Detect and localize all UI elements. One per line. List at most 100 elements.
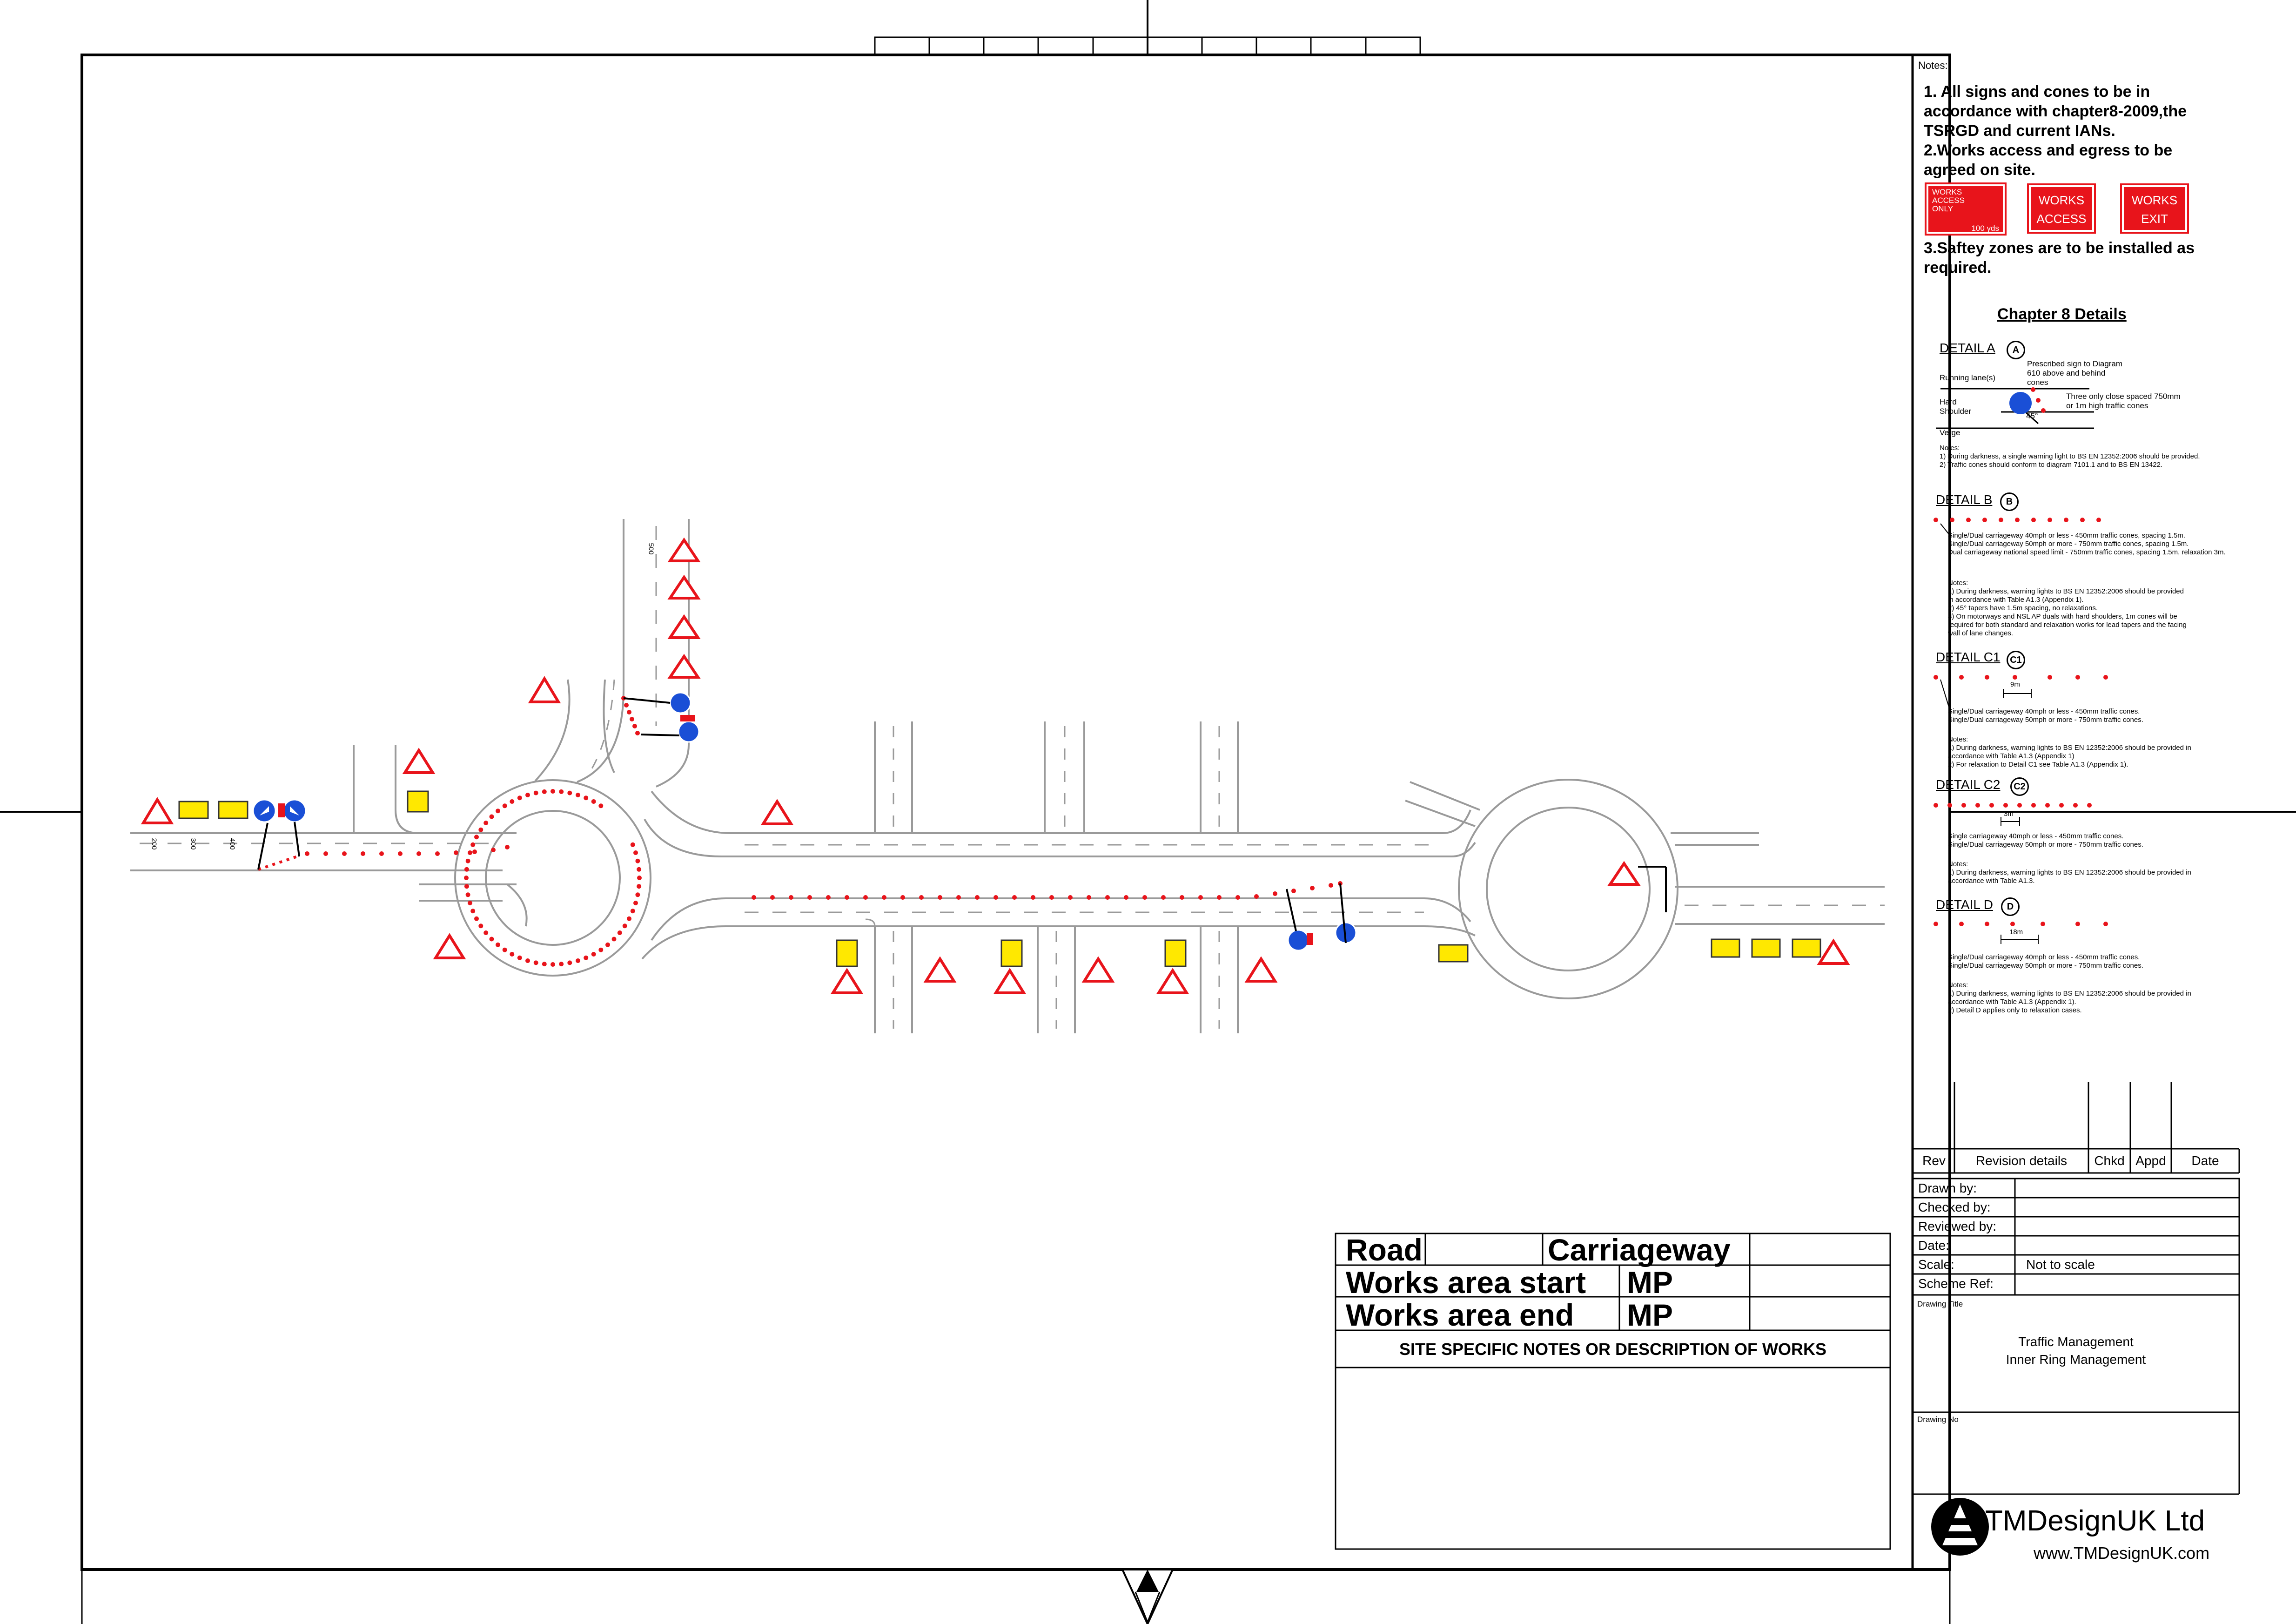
- works-end-label: Works area end: [1346, 1298, 1574, 1332]
- cone-ring-mark: [502, 803, 507, 809]
- cone-ring-mark: [567, 960, 572, 965]
- cone-ring-mark: [517, 795, 522, 801]
- cone-ring-mark: [576, 958, 580, 963]
- roadworks-sign-icon: [141, 537, 1850, 994]
- cone-ring-mark: [637, 876, 642, 880]
- cone-ring-mark: [533, 960, 538, 965]
- detail-c2-line-1: Single/Dual carriageway 50mph or more - …: [1948, 841, 2143, 849]
- company-url: www.TMDesignUK.com: [2034, 1543, 2210, 1563]
- detail-a-notes: Notes: 1) During darkness, a single warn…: [1940, 444, 2200, 469]
- approval-scale: Scale:: [1918, 1257, 1954, 1272]
- works-start-label: Works area start: [1346, 1265, 1586, 1300]
- cone-ring-mark: [502, 947, 507, 952]
- detail-a-note-2: 2) Traffic cones should conform to diagr…: [1940, 461, 2163, 469]
- detail-dimension-lines: [1940, 523, 2039, 944]
- drawing-title-label: Drawing Title: [1917, 1300, 1963, 1308]
- cone-ring-mark: [542, 962, 547, 967]
- works-start-mp: MP: [1627, 1265, 1673, 1300]
- road-label: Road: [1346, 1233, 1423, 1267]
- approval-reviewed-by: Reviewed by:: [1918, 1219, 1997, 1233]
- cone-ring-mark: [496, 809, 500, 814]
- drawing-title-line-1: Traffic Management: [2018, 1334, 2134, 1349]
- cone-ring-mark: [510, 952, 515, 957]
- detail-c1-note-0: Notes:: [1948, 735, 1968, 743]
- detail-b-note-3: 3) On motorways and NSL AP duals with ha…: [1948, 613, 2187, 637]
- detail-b-letter: B: [2000, 492, 2019, 511]
- detail-d-note-1: 1) During darkness, warning lights to BS…: [1948, 990, 2191, 1006]
- site-title-block: [1335, 1233, 1891, 1550]
- note-3: 3.Saftey zones are to be installed as re…: [1924, 239, 2195, 276]
- approval-drawn-by: Drawn by:: [1918, 1181, 1977, 1195]
- detail-b-lines: Single/Dual carriageway 40mph or less - …: [1948, 532, 2236, 557]
- detail-d-title: DETAIL D: [1936, 897, 1993, 912]
- cone-ring-mark: [465, 858, 470, 863]
- approval-checked-by: Checked by:: [1918, 1200, 1991, 1214]
- north-arrow-icon: [1121, 1569, 1175, 1624]
- detail-d-lines: Single/Dual carriageway 40mph or less - …: [1948, 953, 2209, 970]
- cone-ring-mark: [533, 790, 538, 795]
- cone-ring-mark: [510, 799, 515, 804]
- detail-a-keep-sign-icon: [2009, 392, 2032, 414]
- cone-ring-mark: [637, 867, 642, 872]
- cone-ring-mark: [525, 958, 530, 963]
- detail-c2-title: DETAIL C2: [1936, 777, 2001, 792]
- cone-ring-mark: [525, 793, 530, 797]
- detail-b-line-0: Single/Dual carriageway 40mph or less - …: [1948, 532, 2185, 539]
- cone-ring-mark: [464, 884, 469, 889]
- rev-header-rev: Rev: [1922, 1153, 1946, 1168]
- cone-ring-mark: [559, 962, 564, 967]
- approval-scale-value: Not to scale: [2026, 1257, 2095, 1272]
- reference-grid: [874, 36, 1421, 56]
- detail-c1-lines: Single/Dual carriageway 40mph or less - …: [1948, 708, 2209, 724]
- cone-ring-mark: [489, 814, 494, 819]
- distance-mark-4: 500: [647, 543, 655, 555]
- cone-ring-mark: [598, 803, 604, 809]
- cone-ring-mark: [584, 955, 589, 960]
- works-access-only-text: WORKS ACCESS ONLY: [1932, 188, 1965, 213]
- detail-c1-dimension: 9m: [2010, 681, 2020, 688]
- distance-mark-3: 400: [228, 838, 236, 850]
- detail-b-title: DETAIL B: [1936, 492, 1993, 507]
- cone-ring-mark: [637, 884, 642, 889]
- cone-ring-mark: [617, 930, 622, 935]
- cone-ring-mark: [483, 821, 489, 825]
- cone-ring-mark: [474, 916, 479, 921]
- works-access-sign: WORKS ACCESS: [2027, 183, 2096, 234]
- drawing-title-line-2: Inner Ring Management: [2006, 1352, 2146, 1367]
- detail-b-line-1: Single/Dual carriageway 50mph or more - …: [1948, 540, 2189, 548]
- cone-ring-mark: [483, 930, 489, 935]
- cone-ring-mark: [567, 790, 572, 795]
- detail-c2-note-0: Notes:: [1948, 860, 1968, 868]
- cone-ring-mark: [559, 789, 564, 794]
- detail-c1-notes: Notes: 1) During darkness, warning light…: [1948, 735, 2199, 769]
- distance-mark-1: 200: [150, 838, 158, 850]
- works-access-only-sign: WORKS ACCESS ONLY 100 yds: [1925, 182, 2007, 236]
- road-signs: [141, 537, 1850, 994]
- cone-ring-mark: [576, 793, 580, 797]
- carriageway-label: Carriageway: [1548, 1233, 1731, 1267]
- cone-ring-mark: [468, 901, 472, 905]
- cone-ring-mark: [489, 937, 494, 942]
- approval-date: Date:: [1918, 1238, 1949, 1253]
- detail-d-notes: Notes: 1) During darkness, warning light…: [1948, 981, 2209, 1015]
- rev-header-date: Date: [2191, 1153, 2219, 1168]
- detail-c1-line-0: Single/Dual carriageway 40mph or less - …: [1948, 708, 2140, 715]
- company-name: TMDesignUK Ltd: [1985, 1505, 2205, 1537]
- detail-a-title: DETAIL A: [1940, 341, 1995, 355]
- cone-ring-mark: [542, 789, 547, 794]
- cone-ring-mark: [474, 835, 479, 840]
- cone-ring-mark: [470, 909, 476, 914]
- detail-d-line-1: Single/Dual carriageway 50mph or more - …: [1948, 962, 2143, 970]
- detail-a-prescribed: Prescribed sign to Diagram 610 above and…: [2027, 359, 2123, 387]
- works-access-distance: 100 yds: [1971, 224, 1999, 233]
- cone-ring-mark: [630, 909, 635, 914]
- note-1: 1. All signs and cones to be in accordan…: [1924, 83, 2187, 140]
- cone-ring-mark: [464, 876, 469, 880]
- detail-a-hard-shoulder: Hard Shoulder: [1940, 398, 1972, 416]
- cone-ring-mark: [584, 795, 589, 801]
- cone-ring-mark: [551, 789, 555, 794]
- works-end-mp: MP: [1627, 1298, 1673, 1332]
- detail-c2-line-0: Single carriageway 40mph or less - 450mm…: [1948, 832, 2124, 840]
- detail-b-note-0: Notes:: [1948, 579, 1968, 587]
